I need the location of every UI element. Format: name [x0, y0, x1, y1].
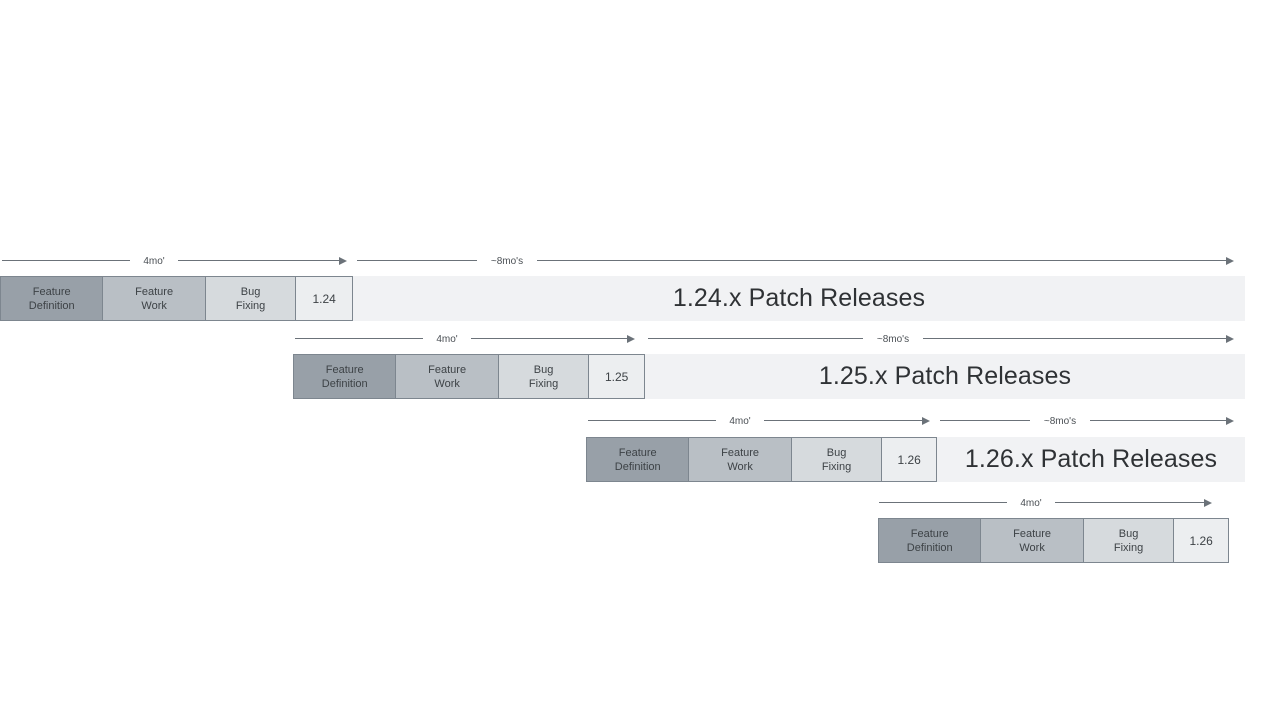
arrowhead-icon [1226, 334, 1234, 343]
patch-release-label-1-25: 1.25.x Patch Releases [818, 362, 1072, 390]
phase-label-line1: Feature [721, 446, 760, 459]
duration-arrow-dev-1-25: 4mo' [295, 330, 635, 348]
phase-label-line2: Definition [906, 541, 953, 554]
phase-label-line2: Work [141, 299, 167, 312]
patch-release-band-1-26: 1.26.x Patch Releases [937, 437, 1245, 482]
arrow-rule-left [648, 338, 863, 339]
arrowhead-icon [1226, 416, 1234, 425]
duration-arrow-patch-1-24: ~8mo's [357, 252, 1234, 270]
arrow-rule-left [2, 260, 130, 261]
phase-label-line1: Feature [135, 285, 174, 298]
phase-label-line1: Bug [240, 285, 261, 298]
phase-track-1-27: Feature Definition Feature Work Bug Fixi… [878, 518, 1229, 563]
phase-label-line1: Feature [325, 363, 364, 376]
duration-label-patch-1-26: ~8mo's [1043, 416, 1077, 427]
phase-feature-work[interactable]: Feature Work [981, 519, 1084, 562]
phase-label-line2: Definition [321, 377, 368, 390]
version-badge-1-24[interactable]: 1.24 [296, 277, 353, 320]
version-label: 1.26 [1189, 533, 1213, 548]
duration-label-dev-1-24: 4mo' [143, 256, 165, 267]
phase-label-line1: Feature [32, 285, 71, 298]
phase-feature-work[interactable]: Feature Work [689, 438, 792, 481]
version-badge-1-27[interactable]: 1.26 [1174, 519, 1228, 562]
phase-feature-work[interactable]: Feature Work [103, 277, 206, 320]
arrow-rule-left [357, 260, 477, 261]
phase-label-line2: Definition [614, 460, 661, 473]
arrow-rule-right [764, 420, 922, 421]
patch-release-band-1-24: 1.24.x Patch Releases [353, 276, 1245, 321]
duration-arrow-dev-1-27: 4mo' [879, 494, 1212, 512]
phase-track-1-25: Feature Definition Feature Work Bug Fixi… [293, 354, 645, 399]
duration-arrow-patch-1-26: ~8mo's [940, 412, 1234, 430]
phase-label-line2: Definition [28, 299, 75, 312]
arrowhead-icon [1226, 256, 1234, 265]
phase-label-line1: Feature [910, 527, 949, 540]
arrowhead-icon [339, 256, 347, 265]
version-label: 1.26 [897, 452, 921, 467]
phase-label-line2: Work [1019, 541, 1045, 554]
duration-label-patch-1-25: ~8mo's [876, 334, 910, 345]
arrow-rule-left [940, 420, 1030, 421]
phase-label-line2: Fixing [1113, 541, 1144, 554]
version-badge-1-25[interactable]: 1.25 [589, 355, 645, 398]
phase-label-line1: Bug [533, 363, 554, 376]
version-badge-1-26[interactable]: 1.26 [882, 438, 936, 481]
phase-feature-definition[interactable]: Feature Definition [879, 519, 982, 562]
phase-label-line2: Fixing [528, 377, 559, 390]
version-label: 1.25 [604, 369, 629, 384]
arrowhead-icon [627, 334, 635, 343]
arrow-rule-right [923, 338, 1226, 339]
patch-release-band-1-25: 1.25.x Patch Releases [645, 354, 1245, 399]
phase-label-line2: Fixing [821, 460, 852, 473]
duration-label-patch-1-24: ~8mo's [490, 256, 524, 267]
phase-bug-fixing[interactable]: Bug Fixing [498, 355, 590, 398]
duration-label-dev-1-26: 4mo' [729, 416, 751, 427]
phase-label-line1: Feature [428, 363, 467, 376]
phase-label-line1: Feature [1013, 527, 1052, 540]
phase-feature-work[interactable]: Feature Work [396, 355, 499, 398]
phase-bug-fixing[interactable]: Bug Fixing [205, 277, 297, 320]
arrow-rule-right [537, 260, 1226, 261]
version-label: 1.24 [312, 291, 336, 306]
phase-track-1-24: Feature Definition Feature Work Bug Fixi… [0, 276, 353, 321]
arrowhead-icon [922, 416, 930, 425]
phase-feature-definition[interactable]: Feature Definition [294, 355, 397, 398]
duration-arrow-dev-1-24: 4mo' [2, 252, 347, 270]
phase-track-1-26: Feature Definition Feature Work Bug Fixi… [586, 437, 937, 482]
arrow-rule-left [588, 420, 716, 421]
duration-arrow-dev-1-26: 4mo' [588, 412, 930, 430]
duration-label-dev-1-25: 4mo' [436, 334, 458, 345]
arrow-rule-right [471, 338, 627, 339]
phase-feature-definition[interactable]: Feature Definition [1, 277, 104, 320]
phase-label-line2: Work [434, 377, 460, 390]
arrow-rule-left [879, 502, 1007, 503]
phase-label-line1: Feature [618, 446, 657, 459]
phase-label-line1: Bug [1118, 527, 1139, 540]
duration-label-dev-1-27: 4mo' [1020, 498, 1042, 509]
phase-label-line2: Work [727, 460, 753, 473]
phase-bug-fixing[interactable]: Bug Fixing [1083, 519, 1175, 562]
phase-label-line1: Bug [826, 446, 847, 459]
arrowhead-icon [1204, 498, 1212, 507]
phase-feature-definition[interactable]: Feature Definition [587, 438, 690, 481]
phase-bug-fixing[interactable]: Bug Fixing [791, 438, 883, 481]
phase-label-line2: Fixing [235, 299, 266, 312]
duration-arrow-patch-1-25: ~8mo's [648, 330, 1234, 348]
arrow-rule-right [1090, 420, 1226, 421]
arrow-rule-right [178, 260, 339, 261]
arrow-rule-left [295, 338, 423, 339]
patch-release-label-1-24: 1.24.x Patch Releases [672, 284, 926, 312]
arrow-rule-right [1055, 502, 1204, 503]
patch-release-label-1-26: 1.26.x Patch Releases [964, 445, 1218, 473]
